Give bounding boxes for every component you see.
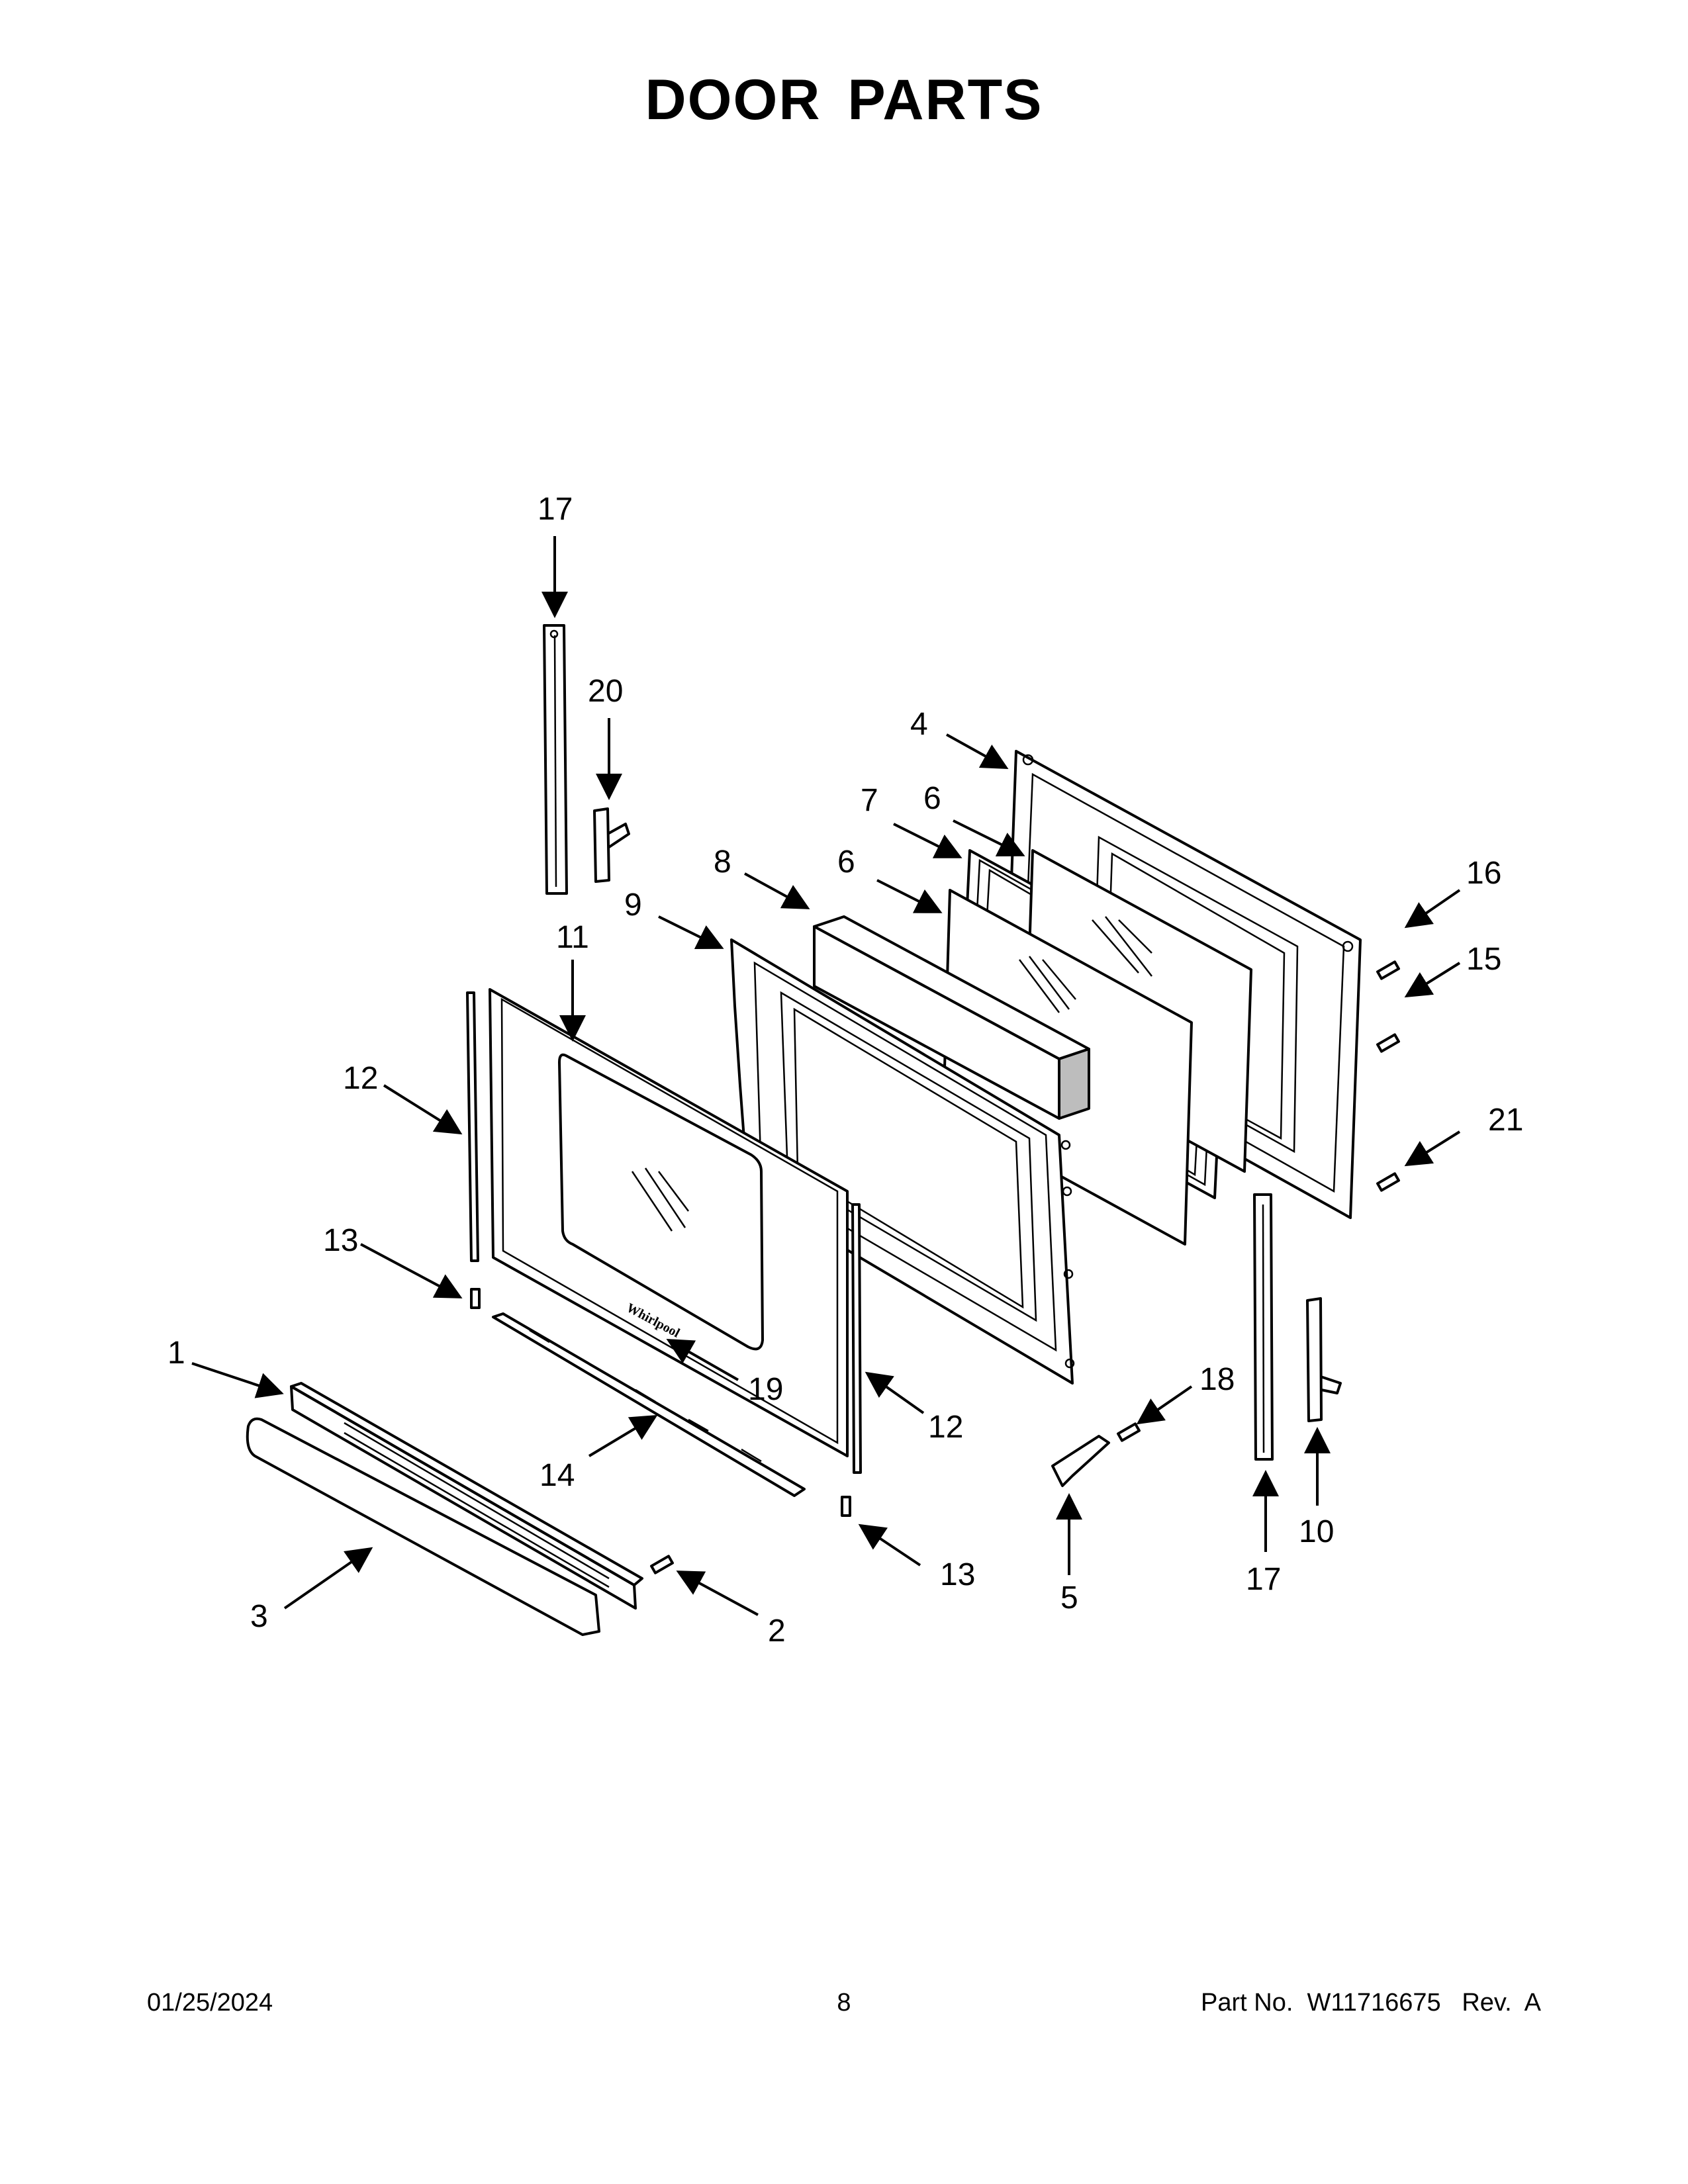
screw-13-left (470, 1288, 481, 1309)
callout-15: 15 (1466, 942, 1501, 977)
callout-18: 18 (1199, 1362, 1235, 1397)
screw-15 (1376, 1033, 1400, 1053)
callout-8: 8 (714, 844, 731, 880)
callout-9: 9 (624, 887, 642, 923)
screw-21 (1376, 1172, 1400, 1192)
screw-18 (1117, 1422, 1141, 1442)
screw-13-right (841, 1496, 851, 1517)
insulation-block (813, 915, 1090, 1120)
screw-16 (1376, 960, 1400, 980)
callout-17-bottom: 17 (1246, 1562, 1281, 1597)
callout-labels: 17 20 4 7 6 8 6 16 9 11 15 12 21 13 1 19… (167, 492, 1523, 1649)
callout-4: 4 (910, 707, 928, 742)
callout-2: 2 (768, 1614, 786, 1649)
callout-14: 14 (539, 1458, 575, 1493)
callout-1: 1 (167, 1336, 185, 1371)
callout-19: 19 (748, 1372, 783, 1407)
callout-21: 21 (1488, 1103, 1523, 1138)
callout-16: 16 (1466, 856, 1501, 891)
callout-12-right: 12 (928, 1410, 963, 1445)
page-title: DOOR PARTS (645, 68, 1043, 132)
door-hinge-right (1306, 1297, 1342, 1422)
callout-11: 11 (556, 920, 589, 955)
footer-date: 01/25/2024 (147, 1989, 273, 2017)
callout-20: 20 (588, 674, 623, 709)
side-trim-left (466, 991, 479, 1262)
callout-17-top: 17 (538, 492, 573, 527)
callout-6-lower: 6 (837, 844, 855, 880)
door-hinge-left (593, 807, 630, 883)
callout-6-upper: 6 (923, 781, 941, 816)
side-trim-right (851, 1203, 862, 1474)
hinge-channel-right (1253, 1193, 1274, 1461)
callout-5: 5 (1060, 1580, 1078, 1615)
door-handle (246, 1417, 600, 1636)
callout-10: 10 (1299, 1514, 1334, 1549)
hinge-channel-left (543, 624, 568, 895)
footer-part-info: Part No. W11716675 Rev. A (1201, 1989, 1541, 2017)
callout-13-right: 13 (940, 1557, 975, 1592)
callout-7: 7 (861, 783, 878, 818)
callout-12-left: 12 (343, 1061, 378, 1096)
callout-13-left: 13 (323, 1223, 358, 1258)
bracket-5 (1051, 1435, 1110, 1487)
vent-baffle (492, 1312, 806, 1497)
door-vent-trim (290, 1382, 643, 1610)
callout-3: 3 (250, 1599, 268, 1634)
leader-lines (191, 536, 1461, 1616)
outer-door-glass: Whirlpool (489, 988, 849, 1457)
screw-2 (650, 1555, 674, 1574)
footer-page-number: 8 (837, 1989, 851, 2017)
